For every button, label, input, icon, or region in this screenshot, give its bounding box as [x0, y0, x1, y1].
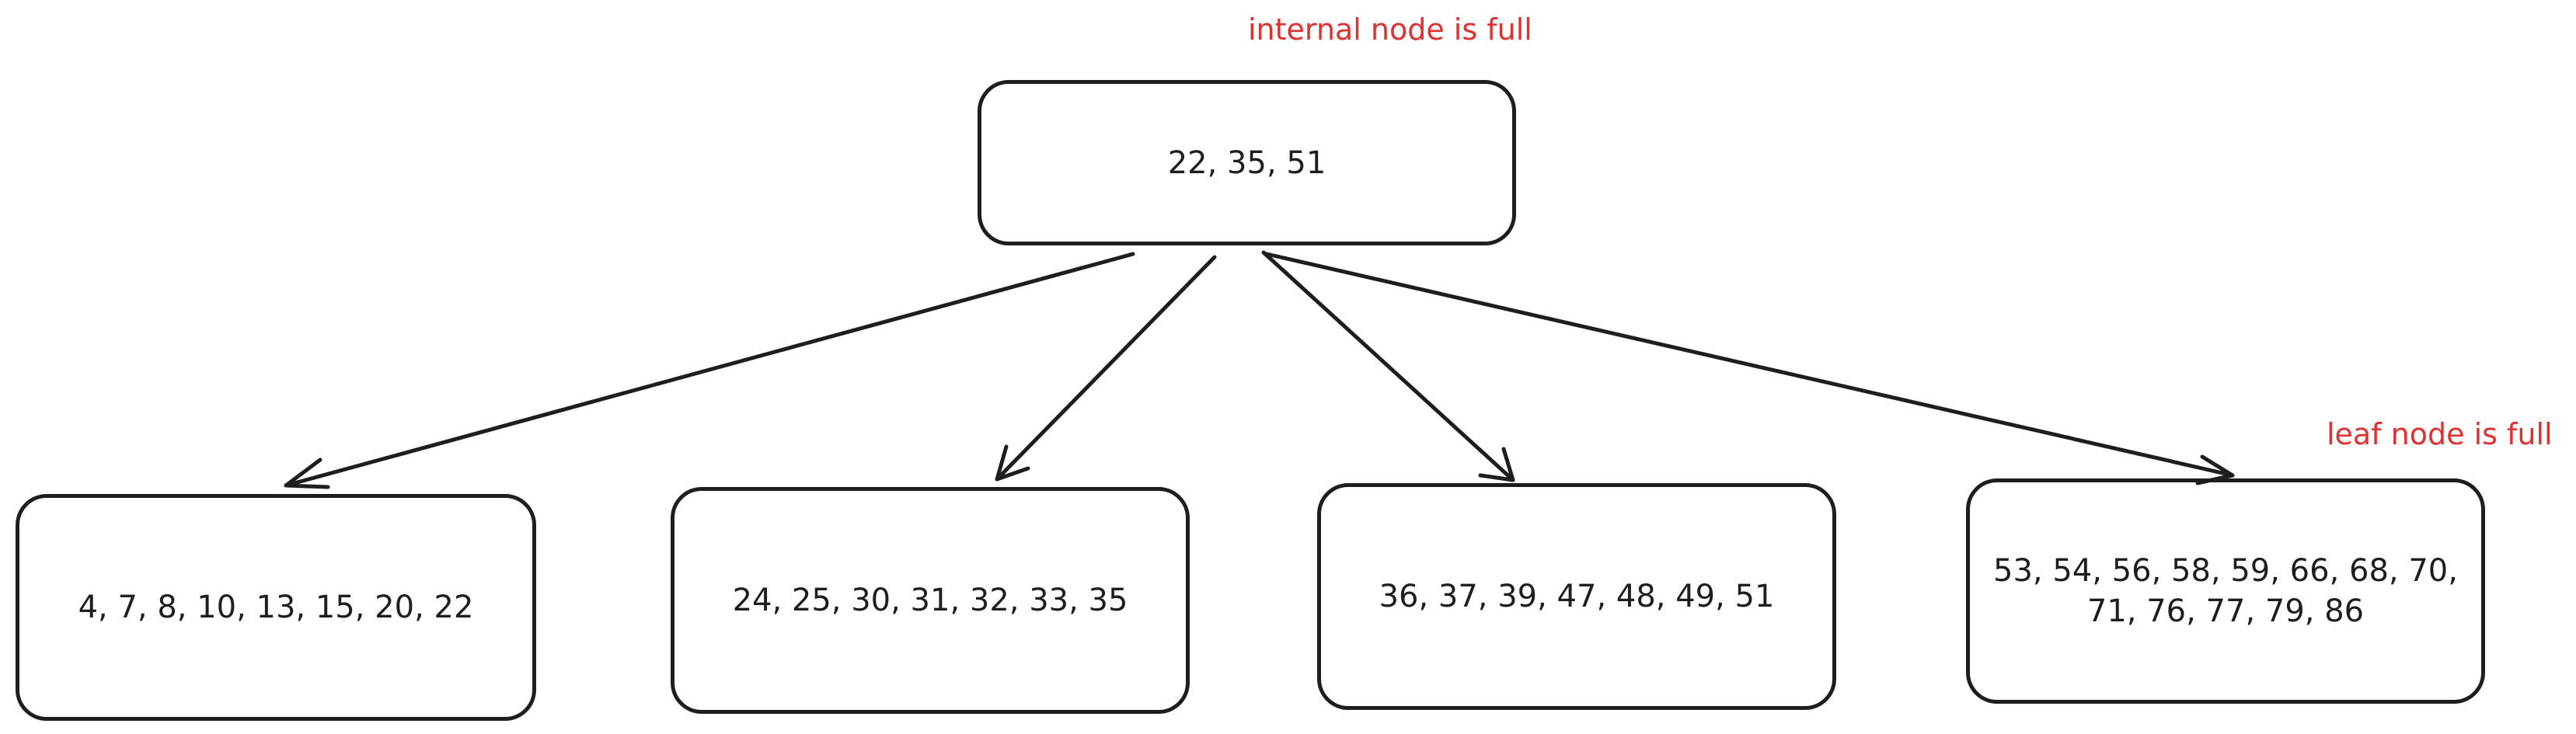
- edge-root-to-leaf-3: [1261, 250, 1515, 482]
- leaf-node-2: 24, 25, 30, 31, 32, 33, 35: [671, 487, 1190, 714]
- leaf-node-3: 36, 37, 39, 47, 48, 49, 51: [1317, 483, 1836, 710]
- leaf-node-1: 4, 7, 8, 10, 13, 15, 20, 22: [16, 494, 536, 721]
- internal-node: 22, 35, 51: [978, 80, 1516, 245]
- leaf-node-keys: 36, 37, 39, 47, 48, 49, 51: [1379, 579, 1775, 614]
- leaf-node-keys: 4, 7, 8, 10, 13, 15, 20, 22: [78, 590, 474, 625]
- leaf-node-keys: 24, 25, 30, 31, 32, 33, 35: [732, 583, 1128, 618]
- leaf-node-keys: 53, 54, 56, 58, 59, 66, 68, 70, 71, 76, …: [1993, 553, 2458, 629]
- edge-root-to-leaf-1: [284, 252, 1135, 489]
- internal-node-keys: 22, 35, 51: [1167, 144, 1326, 181]
- leaf-node-4: 53, 54, 56, 58, 59, 66, 68, 70, 71, 76, …: [1966, 478, 2485, 704]
- edge-root-to-leaf-2: [995, 255, 1217, 482]
- internal-node-full-annotation: internal node is full: [1248, 12, 1532, 47]
- edge-root-to-leaf-4: [1264, 252, 2235, 485]
- leaf-node-full-annotation: leaf node is full: [2327, 417, 2553, 451]
